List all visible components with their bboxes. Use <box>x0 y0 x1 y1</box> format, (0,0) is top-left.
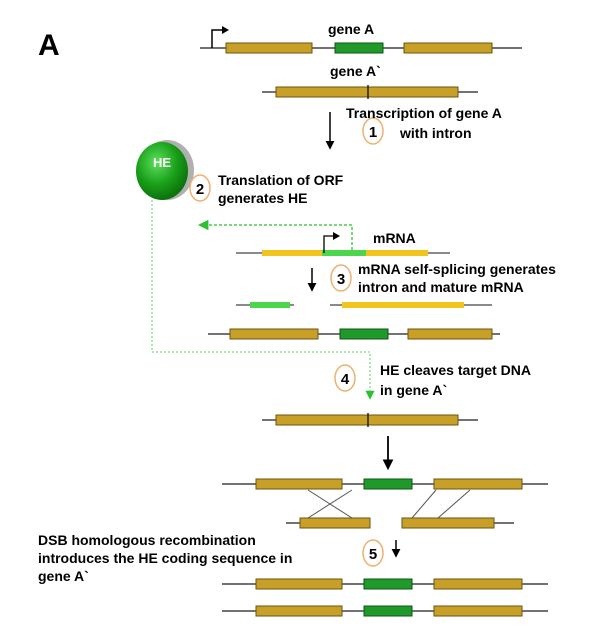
step-1-text-line2: with intron <box>399 125 472 141</box>
step-3-circle <box>330 264 352 292</box>
gene-a-label: gene A <box>328 21 374 37</box>
mrna-construct <box>236 232 450 256</box>
intron-he-orf <box>363 578 413 590</box>
exon <box>299 517 371 529</box>
crossover-line <box>411 489 437 519</box>
he-body <box>136 142 188 200</box>
exon <box>255 478 343 490</box>
he-protein: HE <box>136 140 194 200</box>
orf-start-arrow <box>323 235 336 253</box>
step-1-circle <box>362 117 384 145</box>
exon <box>433 605 523 617</box>
exon <box>229 328 319 340</box>
step-1-number: 1 <box>369 124 377 141</box>
step-2-text-line2: generates HE <box>218 190 307 206</box>
mrna-label: mRNA <box>373 230 416 246</box>
gene-a-construct <box>200 26 522 54</box>
exon <box>433 578 523 590</box>
crossover-line <box>307 489 353 519</box>
promoter-arrow <box>211 29 226 48</box>
promoter-arrow-head <box>222 26 229 34</box>
exon <box>367 86 459 98</box>
donor-gene-a <box>222 478 548 490</box>
he-label: HE <box>153 155 171 170</box>
he-cleavage-path <box>151 200 375 400</box>
step-3-text-line1: mRNA self-splicing generates <box>358 261 556 277</box>
step-2-circle <box>189 174 211 202</box>
step-1-text-line1: Transcription of gene A <box>346 105 502 121</box>
exon <box>255 578 343 590</box>
gene-a-prime-label: gene A` <box>330 63 381 79</box>
step-5-text-line1: DSB homologous recombination <box>38 532 256 548</box>
panel-letter: A <box>38 29 60 62</box>
exon <box>275 86 369 98</box>
mrna-intron <box>322 250 366 256</box>
gene-a-copy <box>208 328 500 340</box>
exon <box>403 42 493 54</box>
mrna-exon <box>262 250 322 256</box>
step-4-text-line2: in gene A` <box>380 382 447 398</box>
crossover-line <box>437 489 471 519</box>
step-5-text-line2: introduces the HE coding sequence in <box>38 550 292 566</box>
mrna-exon <box>366 250 428 256</box>
orf-start-arrow-head <box>333 232 340 240</box>
exon <box>433 478 523 490</box>
exon <box>255 605 343 617</box>
intron-he-orf <box>363 605 413 617</box>
step-3-text-line2: intron and mature mRNA <box>358 279 524 295</box>
excised-intron <box>250 302 290 308</box>
step-5-text-line3: gene A` <box>38 568 89 584</box>
exon <box>401 517 495 529</box>
intron-he-orf <box>363 478 413 490</box>
step-4-circle <box>334 364 356 392</box>
recipient-gene-a-prime <box>286 517 514 529</box>
intron-he-orf <box>334 42 384 54</box>
step-4-text-line1: HE cleaves target DNA <box>380 362 531 378</box>
step-3-number: 3 <box>337 271 345 288</box>
translation-path <box>197 219 353 250</box>
intron-he-orf <box>339 328 389 340</box>
product-gene-a <box>222 578 548 590</box>
exon <box>407 328 493 340</box>
step-2-text-line1: Translation of ORF <box>218 172 344 188</box>
exon <box>275 414 369 426</box>
step-5-circle <box>362 539 384 567</box>
product-gene-a-prime <box>222 605 548 617</box>
exon <box>367 414 459 426</box>
exon <box>225 42 313 54</box>
step-2-number: 2 <box>196 181 204 198</box>
gene-a-prime-construct <box>262 85 478 99</box>
step-4-number: 4 <box>341 371 350 388</box>
step-5-number: 5 <box>369 546 377 563</box>
gene-a-prime-cut <box>262 413 478 427</box>
mature-mrna <box>342 302 464 308</box>
